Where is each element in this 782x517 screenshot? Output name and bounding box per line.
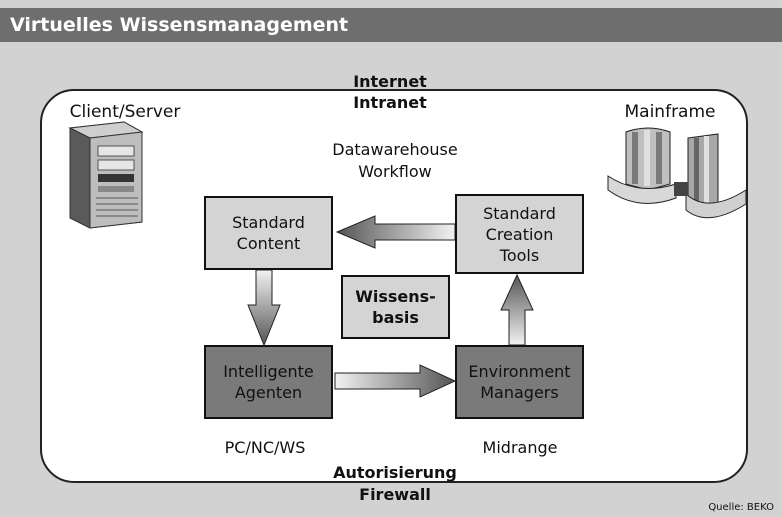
autorisierung-label: Autorisierung [333, 463, 457, 482]
title-bar: Virtuelles Wissensmanagement [0, 8, 782, 42]
client-server-label: Client/Server [69, 102, 181, 122]
pc-nc-ws-label: PC/NC/WS [224, 438, 306, 457]
source-label: Quelle: BEKO [708, 502, 774, 513]
internet-label: Internet [353, 72, 427, 91]
midrange-label: Midrange [482, 438, 558, 457]
wissensbasis-box: Wissens-basis [341, 275, 450, 339]
workflow-label: Workflow [358, 162, 432, 181]
arrow-creation-to-content [335, 215, 456, 249]
arrow-environment-to-creation [500, 273, 534, 346]
firewall-label: Firewall [359, 485, 431, 504]
arrow-agents-to-environment [334, 364, 457, 398]
datawarehouse-label: Datawarehouse [332, 140, 458, 159]
mainframe-label: Mainframe [624, 102, 716, 122]
arrow-content-to-agents [247, 269, 281, 347]
page-title: Virtuelles Wissensmanagement [10, 14, 349, 36]
intranet-label: Intranet [353, 93, 427, 112]
